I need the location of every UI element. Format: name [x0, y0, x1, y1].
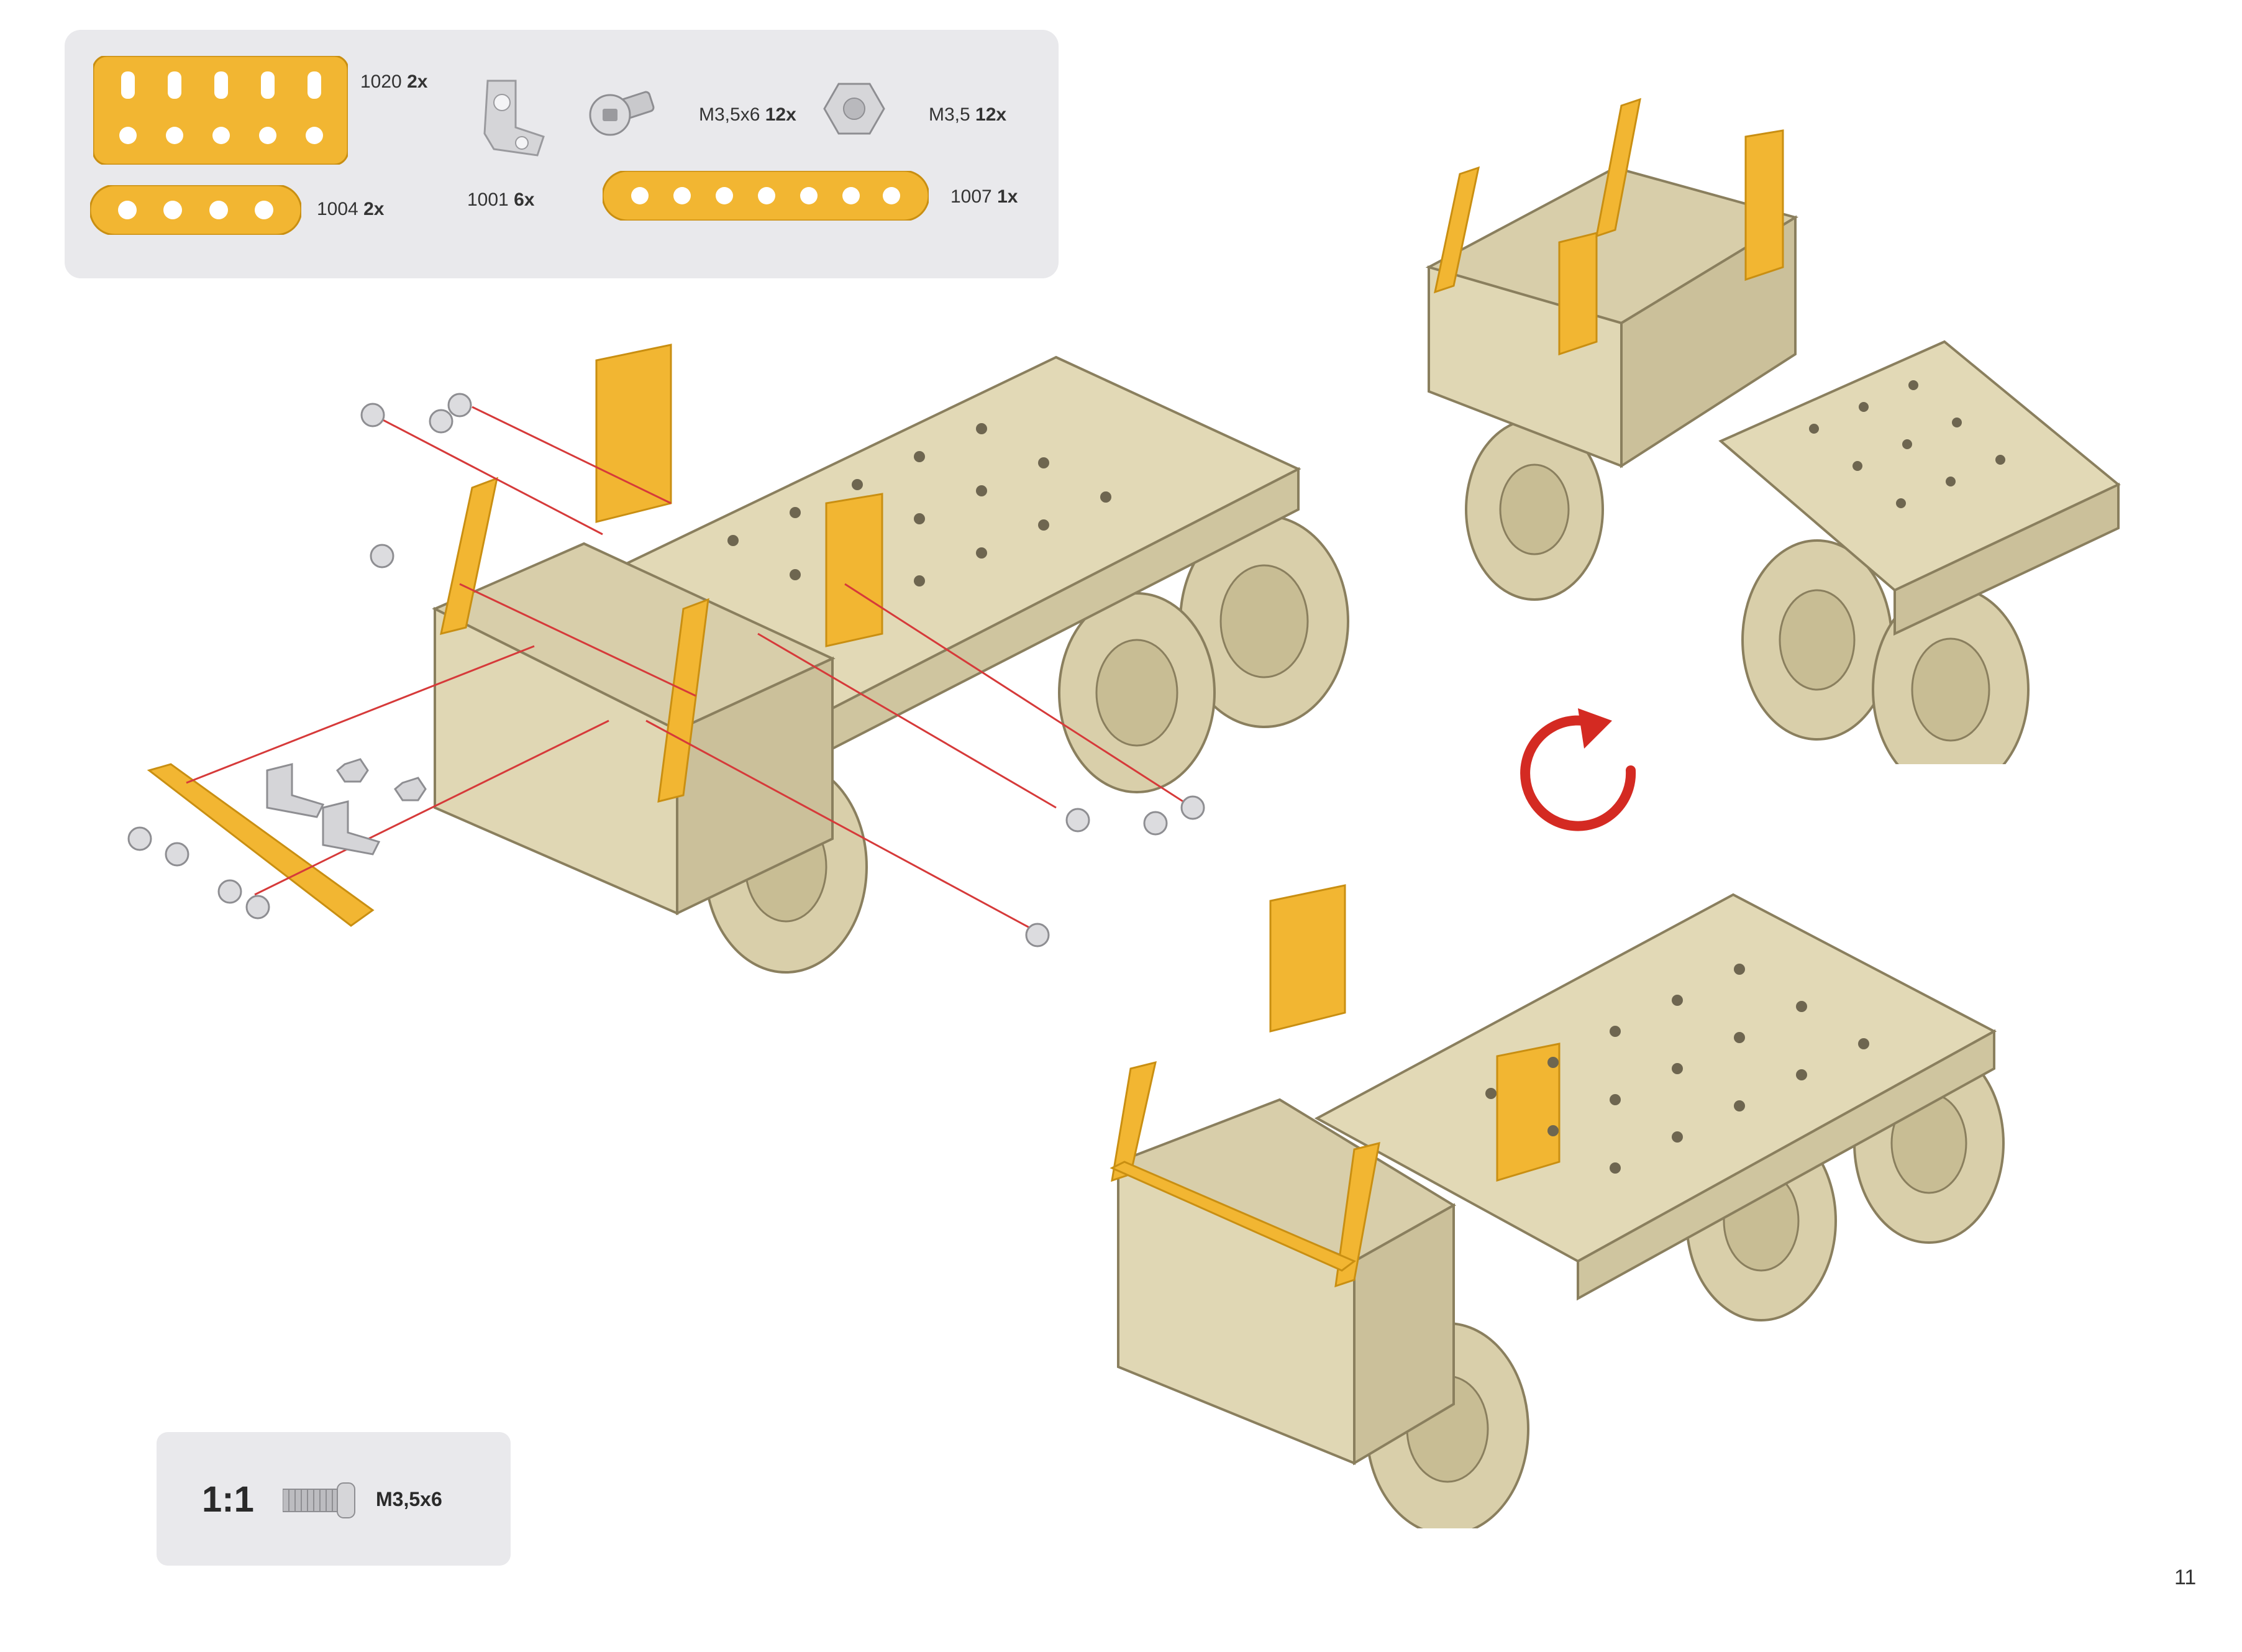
rear-view-illustration	[1410, 81, 2180, 764]
completed-assembly-illustration	[1106, 882, 2038, 1528]
part-nut-label: M3,5 12x	[929, 104, 1007, 125]
part-1001-label: 1001 6x	[467, 189, 535, 210]
exploded-assembly-illustration	[112, 335, 1385, 1031]
page-number: 11	[2174, 1566, 2197, 1589]
screw-icon	[584, 75, 658, 143]
part-1004-label: 1004 2x	[317, 199, 385, 219]
strip-1007-icon	[603, 171, 929, 221]
scale-screw-label: M3,5x6	[376, 1488, 442, 1510]
angle-bracket-icon	[469, 75, 550, 162]
nut-icon	[823, 81, 885, 137]
strip-1004-icon	[90, 185, 301, 235]
rotate-arrow-icon	[1503, 696, 1640, 839]
scale-ratio: 1:1	[202, 1479, 254, 1520]
plate-1020-icon	[93, 56, 348, 165]
screw-icon	[283, 1482, 357, 1519]
part-1007-label: 1007 1x	[950, 186, 1018, 207]
part-screw-label: M3,5x6 12x	[699, 104, 796, 125]
part-1020-label: 1020 2x	[360, 71, 428, 92]
